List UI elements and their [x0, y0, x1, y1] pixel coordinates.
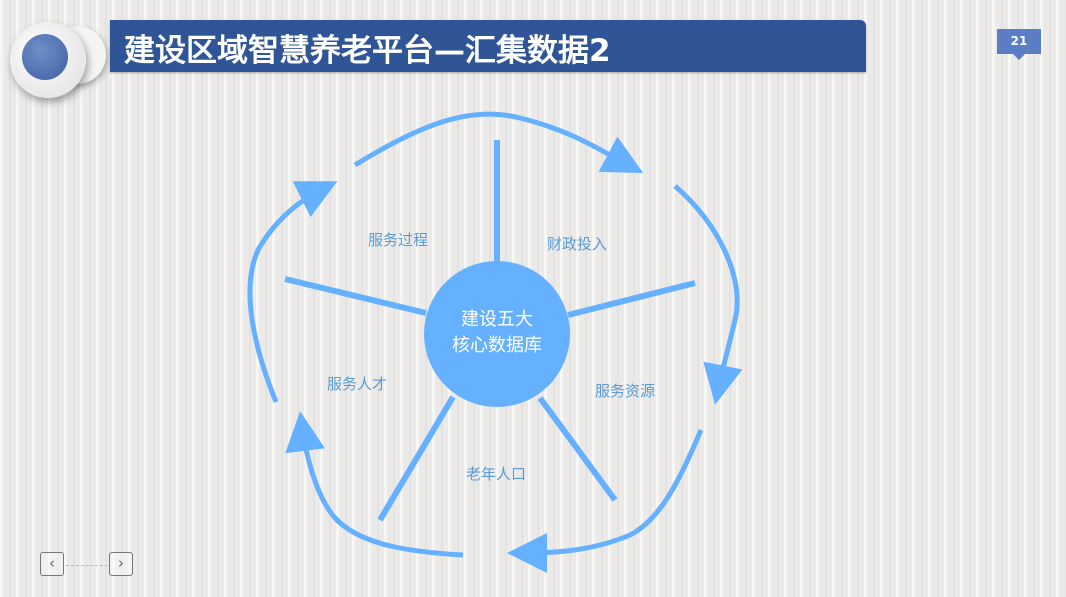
center-label-line-2: 核心数据库 [452, 335, 542, 356]
center-label-line-1: 建设五大 [461, 309, 533, 330]
cycle-arrow-4 [285, 411, 464, 558]
cycle-arrow-3 [507, 429, 704, 573]
spoke-upper-left [284, 276, 427, 316]
decorative-disc-center [22, 34, 68, 80]
spoke-lower-left [377, 395, 456, 522]
label-finance: 财政投入 [547, 235, 608, 253]
next-slide-button[interactable]: › [109, 552, 133, 576]
center-label: 建设五大 核心数据库 [424, 307, 570, 359]
spoke-upper-right [567, 280, 696, 318]
label-service-talent: 服务人才 [327, 375, 388, 393]
label-service-resources: 服务资源 [595, 382, 656, 400]
cycle-arrow-1 [353, 111, 644, 174]
label-service-process: 服务过程 [368, 231, 429, 249]
page-number-badge: 21 [997, 29, 1041, 60]
page-title: 建设区域智慧养老平台—汇集数据2 [124, 33, 611, 69]
center-circle [424, 261, 570, 407]
cycle-arrow-2 [673, 184, 743, 405]
cycle-arrow-5 [247, 181, 338, 403]
prev-slide-button[interactable]: ‹ [40, 552, 64, 576]
label-elderly-population: 老年人口 [466, 465, 527, 483]
spoke-lower-right [537, 396, 618, 502]
title-bar: 建设区域智慧养老平台—汇集数据2 [110, 20, 866, 72]
nav-divider [66, 565, 108, 566]
